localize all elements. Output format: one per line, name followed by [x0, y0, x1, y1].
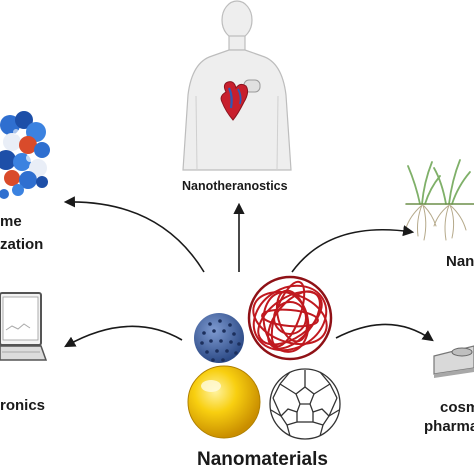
- arrow-to-electronics: [64, 325, 183, 348]
- gold-nanoparticle-icon: [187, 365, 261, 439]
- fullerene-icon: [269, 368, 341, 440]
- cosmetic-device-icon: [433, 345, 474, 378]
- label-cosmetics-line2: pharmac: [424, 418, 474, 435]
- plant-roots-icon: [405, 159, 474, 241]
- nanofiber-ball-icon: [247, 275, 333, 361]
- human-body-icon: [182, 0, 292, 171]
- arrow-to-agriculture: [291, 225, 415, 273]
- laptop-icon: [0, 292, 48, 361]
- label-agriculture: Nan: [446, 253, 474, 270]
- label-nanomaterials: Nanomaterials: [197, 449, 328, 470]
- nanoparticle-sphere-icon: [194, 313, 244, 363]
- label-electronics: ronics: [0, 397, 46, 414]
- label-nanotheranostics: Nanotheranostics: [182, 179, 288, 193]
- label-enzyme-line2: zation: [0, 236, 44, 253]
- enzyme-cluster-icon: [0, 111, 50, 199]
- arrows: [63, 196, 434, 348]
- heart-icon: [220, 81, 249, 121]
- label-enzyme-line1: me: [0, 213, 22, 230]
- arrow-to-cosmetics: [335, 323, 434, 342]
- arrow-to-enzyme: [63, 196, 205, 273]
- label-cosmetics-line1: cosm: [440, 399, 474, 416]
